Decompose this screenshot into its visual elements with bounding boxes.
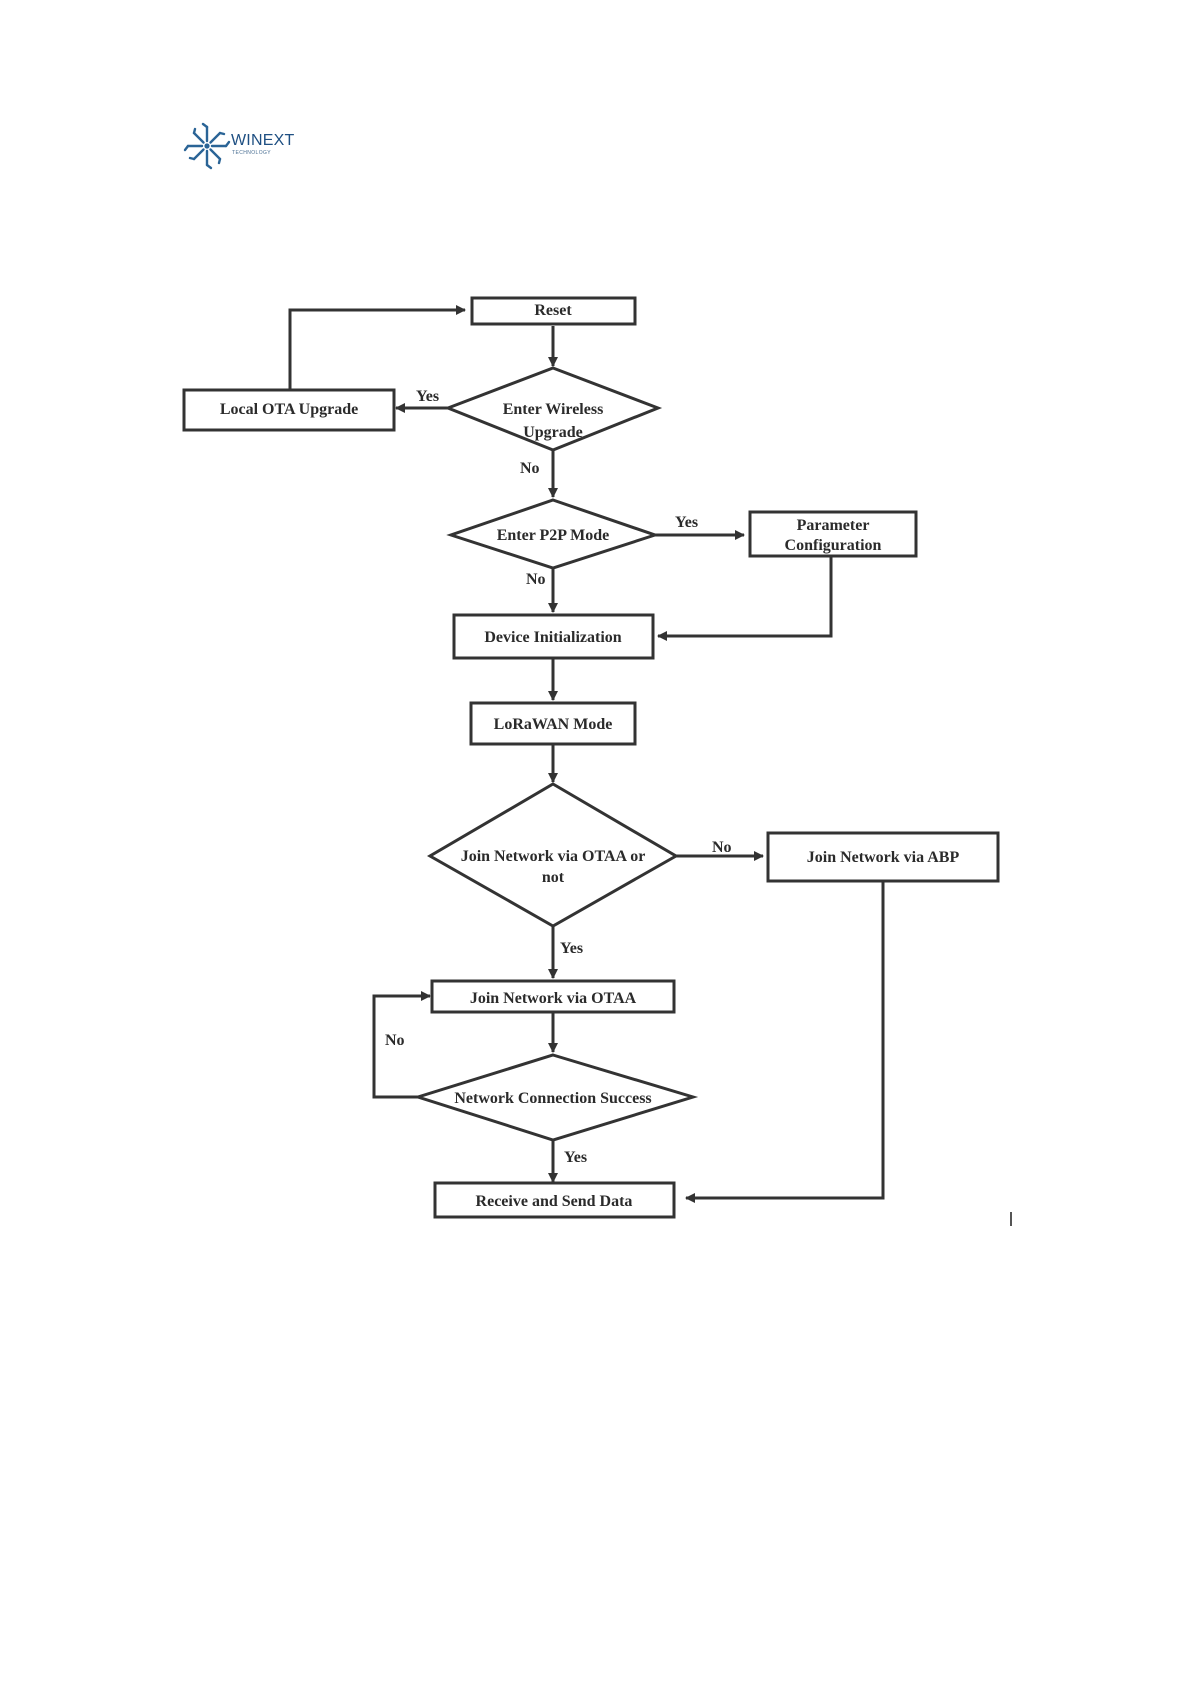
edge-label-upgrade-yes: Yes (416, 388, 439, 405)
node-parameter-config-label-2: Configuration (785, 537, 882, 554)
node-lorawan-mode: LoRaWAN Mode (471, 703, 635, 744)
node-receive-send: Receive and Send Data (435, 1183, 674, 1217)
page-margin-mark (1010, 1212, 1012, 1226)
node-local-ota: Local OTA Upgrade (184, 390, 394, 430)
node-wireless-upgrade-label-2: Upgrade (523, 424, 583, 441)
node-reset: Reset (472, 298, 635, 324)
node-join-abp: Join Network via ABP (768, 833, 998, 881)
node-local-ota-label: Local OTA Upgrade (220, 401, 358, 418)
node-reset-label: Reset (534, 302, 572, 319)
node-join-otaa-label: Join Network via OTAA (470, 990, 637, 1007)
edge-ota-to-reset (290, 310, 465, 396)
node-join-otaa: Join Network via OTAA (432, 981, 674, 1012)
node-wireless-upgrade-label-1: Enter Wireless (503, 401, 604, 418)
edge-label-success-yes: Yes (564, 1149, 587, 1166)
edge-label-otaa-yes: Yes (560, 940, 583, 957)
edge-label-otaa-no: No (712, 839, 732, 856)
node-p2p-mode-label: Enter P2P Mode (497, 527, 610, 544)
node-otaa-decision: Join Network via OTAA or not (430, 784, 676, 926)
node-otaa-decision-label-2: not (542, 869, 565, 886)
edge-label-p2p-yes: Yes (675, 514, 698, 531)
node-p2p-mode: Enter P2P Mode (451, 500, 655, 568)
edge-label-p2p-no: No (526, 571, 546, 588)
node-parameter-config: Parameter Configuration (750, 512, 916, 556)
node-join-abp-label: Join Network via ABP (807, 849, 960, 866)
node-device-init: Device Initialization (454, 615, 653, 658)
node-receive-send-label: Receive and Send Data (476, 1193, 633, 1210)
node-connection-success-label: Network Connection Success (454, 1090, 651, 1107)
node-otaa-decision-label-1: Join Network via OTAA or (461, 848, 646, 865)
node-parameter-config-label-1: Parameter (797, 517, 870, 534)
node-connection-success: Network Connection Success (418, 1055, 693, 1140)
node-wireless-upgrade: Enter Wireless Upgrade (448, 368, 658, 450)
edge-label-upgrade-no: No (520, 460, 540, 477)
edge-abp-to-data (686, 881, 883, 1198)
node-device-init-label: Device Initialization (484, 629, 621, 646)
edge-label-success-no: No (385, 1032, 405, 1049)
edge-param-to-init (658, 556, 831, 636)
node-lorawan-mode-label: LoRaWAN Mode (494, 716, 613, 733)
